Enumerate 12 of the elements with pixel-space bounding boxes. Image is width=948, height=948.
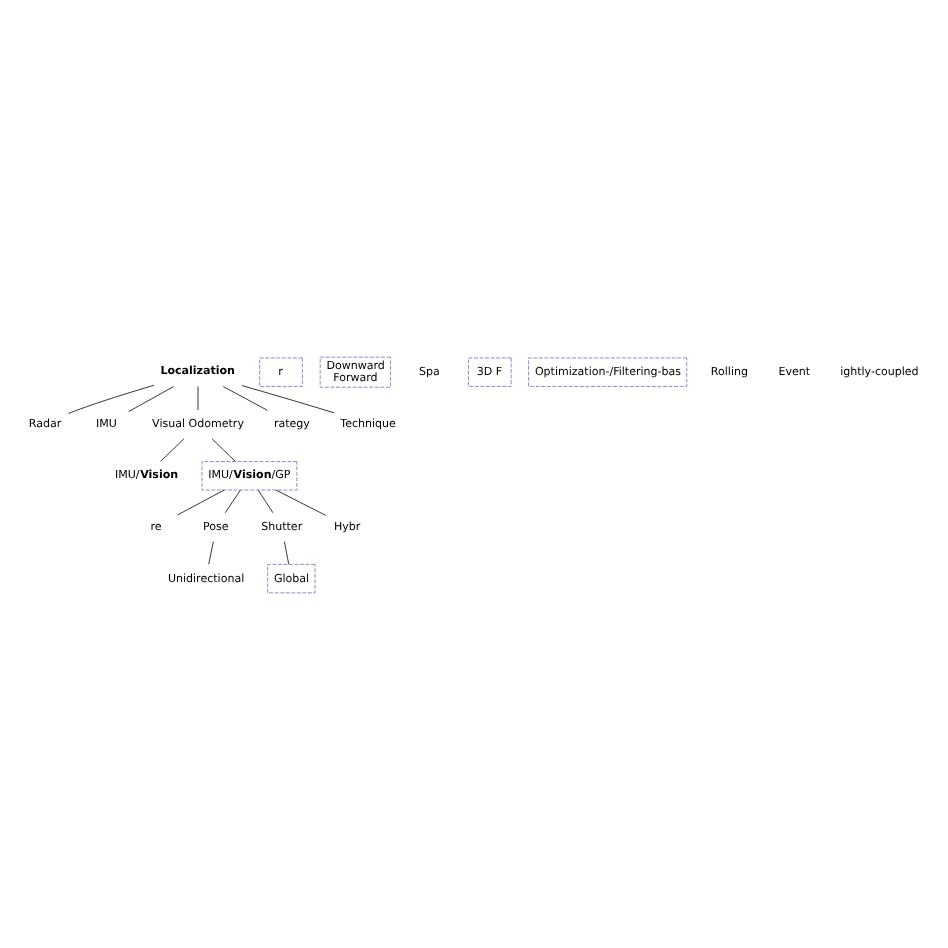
connector: [241, 384, 335, 413]
connector: [222, 385, 268, 410]
connector: [160, 437, 185, 461]
connector: [68, 383, 155, 413]
connector: [275, 488, 327, 515]
connector: [224, 488, 241, 513]
connector: [208, 540, 214, 564]
connector: [211, 437, 236, 461]
connector: [128, 385, 174, 411]
connector: [284, 540, 290, 564]
connector: [177, 488, 225, 515]
connector: [257, 488, 274, 513]
